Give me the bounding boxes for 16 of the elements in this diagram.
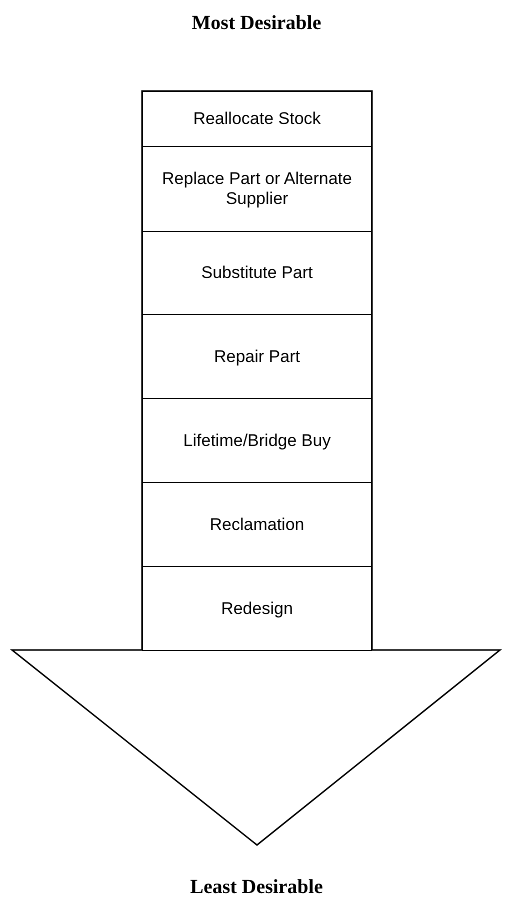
step-label: Substitute Part (201, 263, 313, 283)
step-label: Reallocate Stock (193, 109, 321, 129)
step-label: Redesign (221, 598, 293, 618)
caption: Least Desirable (190, 876, 323, 899)
step-box (142, 566, 372, 651)
step-label: Lifetime/Bridge Buy (183, 430, 331, 450)
heading: Most Desirable (192, 12, 322, 35)
step-label: Replace Part or Alternate Supplier (161, 169, 353, 209)
step-box (142, 314, 372, 399)
step-box (142, 91, 372, 147)
step-box (142, 482, 372, 567)
step-label: Reclamation (210, 514, 304, 534)
step-box (142, 231, 372, 315)
step-label: Repair Part (214, 346, 300, 366)
step-box (142, 398, 372, 483)
step-box (142, 146, 372, 232)
